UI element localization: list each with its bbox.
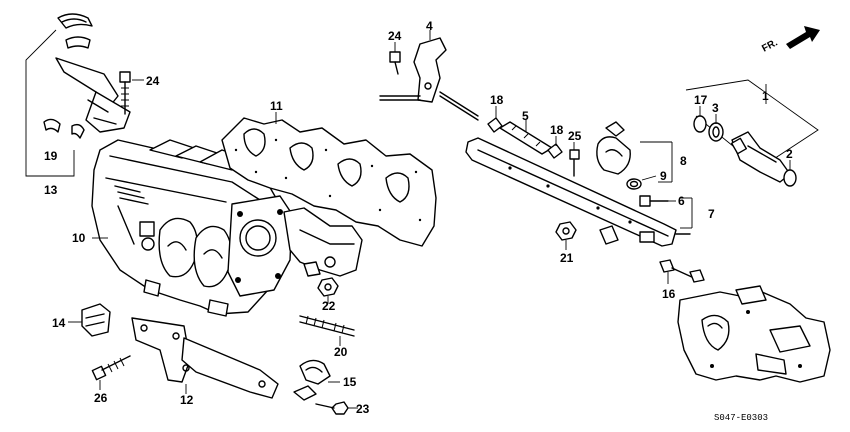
callout-7: 7 xyxy=(708,207,715,221)
pressure-regulator-bracket xyxy=(379,30,479,121)
manifold-bracket xyxy=(131,317,279,399)
callout-24-top: 24 xyxy=(388,29,402,43)
callout-23: 23 xyxy=(356,402,370,416)
cylinder-head-section xyxy=(677,285,831,383)
callout-8: 8 xyxy=(680,154,687,168)
callout-24-left: 24 xyxy=(146,74,160,88)
bolt-24-top xyxy=(389,42,401,75)
bolt-6 xyxy=(639,195,676,207)
clip-assembly-13 xyxy=(25,13,131,177)
bolt-23 xyxy=(315,401,358,415)
bolt-26 xyxy=(91,355,131,390)
callout-numbers: 1 2 3 4 5 6 7 8 9 10 11 12 13 14 15 16 1… xyxy=(44,19,793,416)
callout-21: 21 xyxy=(560,251,574,265)
callout-3: 3 xyxy=(712,101,719,115)
callout-16: 16 xyxy=(662,287,676,301)
nut-22 xyxy=(317,277,339,304)
front-label: FR. xyxy=(760,37,780,54)
front-direction-arrow: FR. xyxy=(760,26,820,55)
fuel-pressure-regulator xyxy=(596,121,673,183)
callout-6: 6 xyxy=(678,194,685,208)
callout-2: 2 xyxy=(786,147,793,161)
injector-cushion-3 xyxy=(708,114,724,142)
callout-12: 12 xyxy=(180,393,194,407)
callout-4: 4 xyxy=(426,19,433,33)
callout-9: 9 xyxy=(660,169,667,183)
callout-5: 5 xyxy=(522,109,529,123)
callout-20: 20 xyxy=(334,345,348,359)
callout-19: 19 xyxy=(44,149,58,163)
callout-18-a: 18 xyxy=(490,93,504,107)
bolt-25 xyxy=(569,142,580,177)
callout-18-b: 18 xyxy=(550,123,564,137)
callout-14: 14 xyxy=(52,316,66,330)
diagram-code: S047-E0303 xyxy=(714,413,768,423)
sensor-clip-14 xyxy=(68,303,111,337)
callout-1: 1 xyxy=(762,89,769,103)
callout-25: 25 xyxy=(568,129,582,143)
fuel-injector xyxy=(730,131,791,183)
callout-10: 10 xyxy=(72,231,86,245)
callout-15: 15 xyxy=(343,375,357,389)
callout-13: 13 xyxy=(44,183,58,197)
clip-15 xyxy=(293,359,340,401)
nut-21 xyxy=(555,221,577,250)
o-ring-9 xyxy=(626,175,657,190)
callout-17: 17 xyxy=(694,93,708,107)
injector-seal-17 xyxy=(693,106,707,133)
fuel-feed-fitting-16 xyxy=(659,259,705,284)
callout-11: 11 xyxy=(270,99,283,113)
fuel-return-hose xyxy=(499,120,553,155)
callout-22: 22 xyxy=(322,299,336,313)
callout-26: 26 xyxy=(94,391,108,405)
hose-clamp-18-b xyxy=(547,136,563,159)
stud-20 xyxy=(299,315,355,346)
injector-o-ring-2 xyxy=(783,160,797,187)
fuel-rail xyxy=(465,137,693,247)
intake-manifold-gasket xyxy=(221,112,437,247)
bolt-24-left xyxy=(119,71,144,115)
